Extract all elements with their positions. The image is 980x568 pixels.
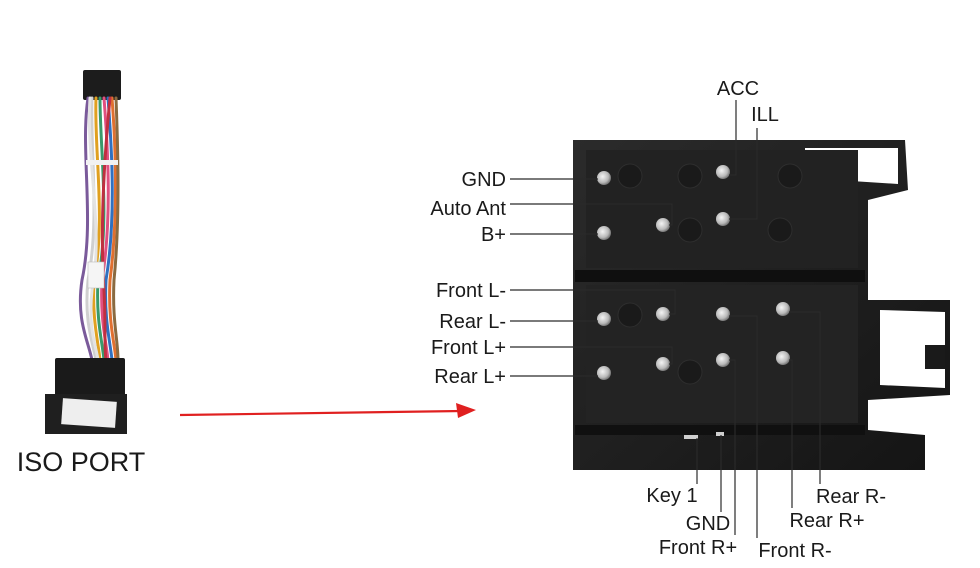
label-rear-l-minus: Rear L- — [439, 311, 506, 333]
leader-front-r-plus — [729, 359, 736, 535]
pin-key1 — [684, 435, 698, 439]
harness-tag — [87, 261, 105, 289]
leader-front-l-plus — [510, 346, 673, 365]
connector-divider — [575, 270, 865, 282]
harness-iso-plug — [55, 358, 125, 400]
harness-tie — [86, 160, 118, 165]
pin-rear-l-plus — [597, 366, 611, 380]
connector-bottom-lip — [575, 425, 865, 435]
pin-front-r-minus — [716, 307, 730, 321]
leader-front-r-minus — [729, 315, 758, 538]
leader-rear-r-plus — [789, 359, 793, 508]
pin-b-plus — [597, 226, 611, 240]
harness-top-plug — [83, 70, 121, 100]
label-auto-ant: Auto Ant — [430, 198, 506, 220]
leader-acc — [729, 100, 737, 176]
pin-front-r-plus — [716, 353, 730, 367]
pin-rear-r-minus — [776, 302, 790, 316]
label-front-l-minus: Front L- — [436, 280, 506, 302]
label-gnd-bottom: GND — [686, 513, 730, 535]
leader-ill — [729, 128, 758, 220]
iso-connector-image — [573, 140, 950, 470]
label-key1: Key 1 — [646, 485, 697, 507]
pin-gnd-top — [597, 171, 611, 185]
pin-ill — [716, 212, 730, 226]
arrow-head — [456, 403, 476, 418]
arrow-line — [179, 409, 463, 417]
label-ill: ILL — [751, 104, 779, 126]
leader-lines — [510, 100, 821, 538]
connector-tab — [925, 345, 945, 369]
label-front-r-plus: Front R+ — [659, 537, 737, 559]
pin-front-l-minus — [656, 307, 670, 321]
leader-front-l-minus — [510, 289, 676, 315]
wire-harness-image — [45, 70, 127, 434]
leader-rear-r-minus — [789, 311, 821, 484]
harness-wires — [78, 96, 120, 362]
pin-gnd-bottom — [716, 432, 724, 436]
pin-labels: ACC ILL GND Auto Ant B+ Front L- Rear L-… — [430, 78, 886, 562]
pin-rear-r-plus — [776, 351, 790, 365]
connector-holes — [617, 163, 803, 385]
label-gnd-top: GND — [462, 169, 506, 191]
label-b-plus: B+ — [481, 224, 506, 246]
label-acc: ACC — [717, 78, 759, 100]
red-arrow — [179, 403, 476, 418]
pin-front-l-plus — [656, 357, 670, 371]
label-rear-r-minus: Rear R- — [816, 486, 886, 508]
pin-auto-ant — [656, 218, 670, 232]
leader-auto-ant — [510, 203, 673, 226]
iso-port-label: ISO PORT — [17, 447, 146, 477]
label-rear-l-plus: Rear L+ — [434, 366, 506, 388]
label-front-l-plus: Front L+ — [431, 337, 506, 359]
pin-acc — [716, 165, 730, 179]
connector-pins — [597, 165, 790, 439]
label-front-r-minus: Front R- — [758, 540, 831, 562]
label-rear-r-plus: Rear R+ — [789, 510, 864, 532]
pin-rear-l-minus — [597, 312, 611, 326]
harness-sticker — [61, 398, 117, 428]
